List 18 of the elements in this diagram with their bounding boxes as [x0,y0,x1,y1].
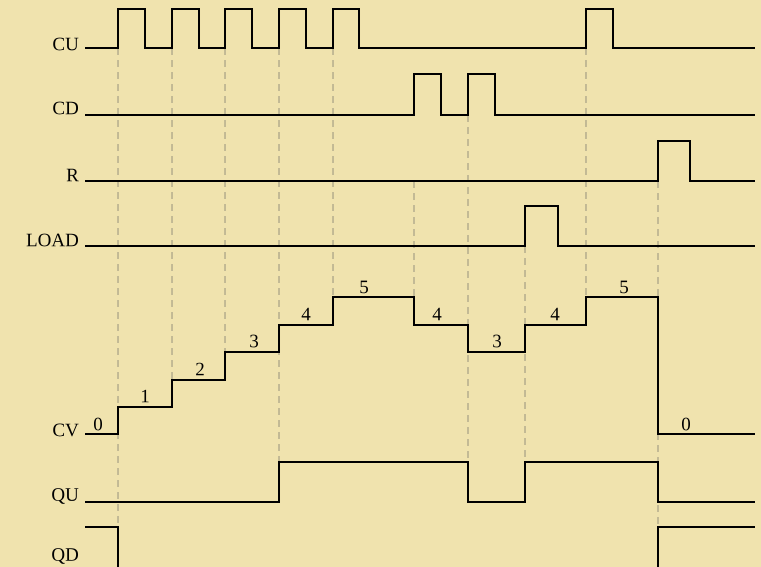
value-label: 0 [94,418,102,430]
value-label: 5 [620,280,628,294]
signal-name: R [66,168,79,182]
value-label: 4 [302,308,310,320]
signal-name: LOAD [26,234,78,246]
signal-name: QU [52,488,78,504]
value-label: 0 [682,418,690,430]
signal-name: CV [53,424,79,436]
value-label: 4 [550,308,560,320]
signal-name: QD [52,548,78,564]
value-label: 3 [493,334,501,348]
value-label: 5 [360,280,368,294]
signal-name: CU [53,38,78,50]
value-label: 1 [142,390,149,402]
value-label: 3 [250,334,258,348]
value-label: 2 [196,362,204,376]
value-label: 4 [432,308,442,320]
signal-name: CD [53,102,78,114]
